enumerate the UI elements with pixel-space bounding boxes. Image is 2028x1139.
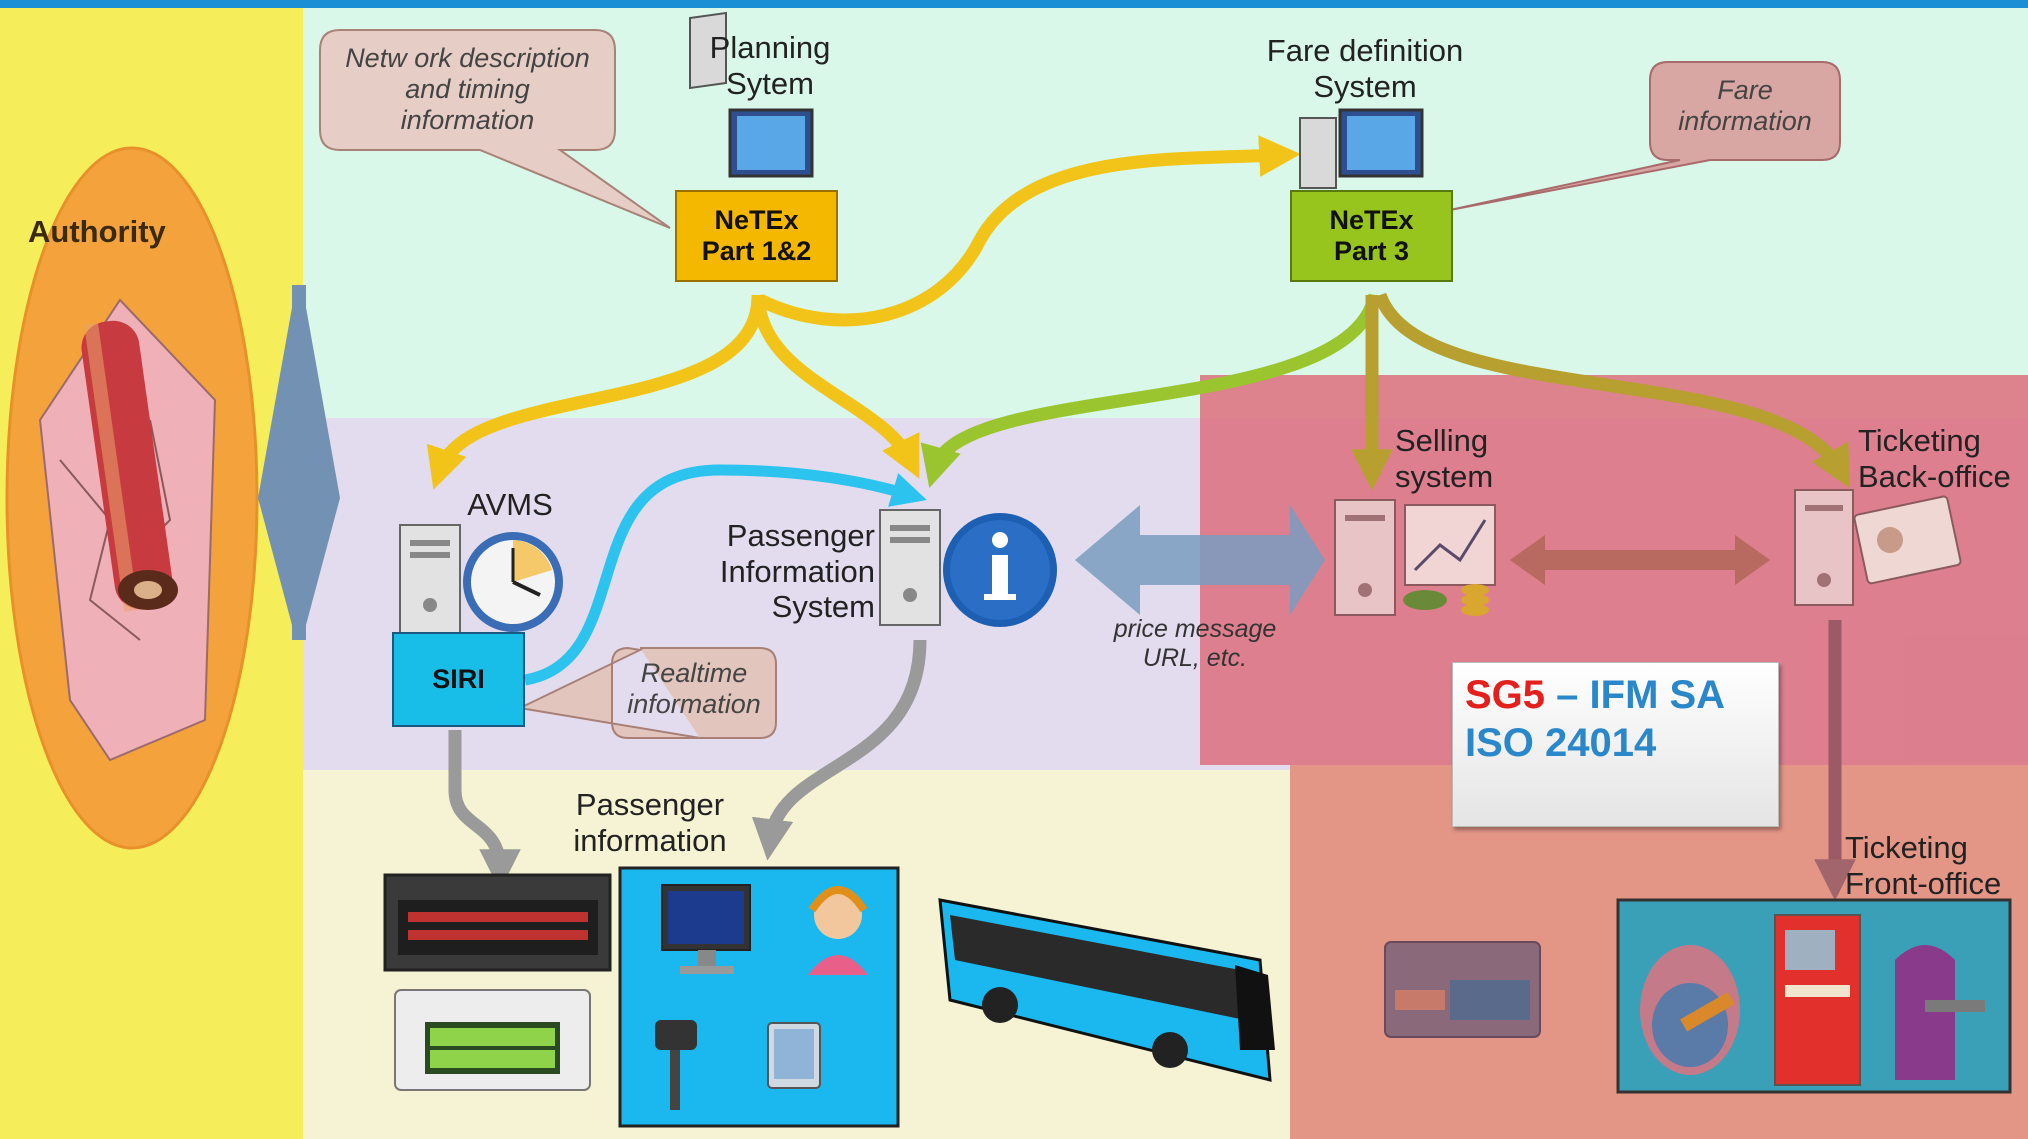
sg5-standard: ISO 24014 [1465, 721, 1657, 765]
planning-system-title: Planning Sytem [709, 30, 831, 101]
selling-backoffice-arrow [1510, 535, 1770, 585]
passenger-info-title: Passenger information [573, 787, 727, 858]
selling-system-title: Selling system [1395, 423, 1494, 494]
arrow-planning-to-avms [426, 294, 765, 490]
planning-computer-icon [689, 11, 814, 178]
ticket-machine-icon [1774, 914, 1861, 1086]
network-callout-text: Netw ork description and timing informat… [345, 43, 590, 136]
gate-icon [1895, 945, 1985, 1080]
monitor-icon [661, 884, 751, 974]
led-display-icon [383, 873, 612, 972]
top-bar [0, 0, 2028, 8]
fare-callout-shape [1449, 61, 1841, 211]
sg5-code: SG5 [1465, 673, 1546, 717]
clock-icon [463, 532, 563, 632]
realtime-callout-text: Realtime information [627, 658, 761, 720]
sg5-title: – IFM SA [1545, 673, 1726, 717]
exchange-label: price message URL, etc. [1113, 615, 1277, 672]
arrow-planning-to-pis [751, 294, 920, 479]
id-card-icon [1853, 495, 1962, 585]
backoffice-title: Ticketing Back-office [1858, 423, 2011, 494]
netex-part12-box[interactable]: NeTEx Part 1&2 [675, 190, 838, 282]
smartcard-icon [1384, 941, 1541, 1038]
avms-title: AVMS [467, 487, 553, 522]
realtime-callout-shape [516, 646, 777, 739]
lcd-device-icon [394, 989, 591, 1091]
arrow-fare-to-backoffice [1373, 292, 1851, 489]
arrow-fare-to-pis [920, 293, 1382, 488]
fare-system-title: Fare definition System [1266, 33, 1464, 104]
validator-icon [1640, 945, 1740, 1075]
arrow-siri-to-pis [523, 464, 927, 686]
netex-part3-box[interactable]: NeTEx Part 3 [1290, 190, 1453, 282]
pis-title: Passenger Information System [719, 518, 875, 625]
backoffice-server-icon [1794, 489, 1854, 606]
phone-icon [655, 1020, 697, 1110]
authority-exchange-arrow [258, 285, 340, 640]
sg5-label-box: SG5 – IFM SA ISO 24014 [1452, 662, 1779, 827]
pis-server-icon [879, 509, 941, 626]
bus-icon [938, 898, 1275, 1082]
chart-coins-icon [1403, 504, 1496, 616]
arrow-planning-to-fare [757, 135, 1301, 327]
tablet-icon [767, 1022, 821, 1089]
call-center-icon [808, 886, 868, 975]
arrow-pis-to-passenger [751, 639, 927, 861]
network-callout-shape [319, 29, 671, 229]
fare-computer-icon [1299, 108, 1424, 189]
authority-label: Authority [28, 214, 166, 249]
arrow-siri-to-displays [448, 730, 521, 891]
siri-box[interactable]: SIRI [392, 632, 525, 727]
exchange-double-arrow [1075, 505, 1325, 615]
fare-callout-text: Fare information [1678, 75, 1812, 137]
info-icon [943, 513, 1057, 627]
frontoffice-title: Ticketing Front-office [1845, 830, 2002, 901]
selling-server-icon [1334, 499, 1396, 616]
avms-server-icon [399, 524, 461, 636]
scroll-icon [38, 298, 217, 762]
